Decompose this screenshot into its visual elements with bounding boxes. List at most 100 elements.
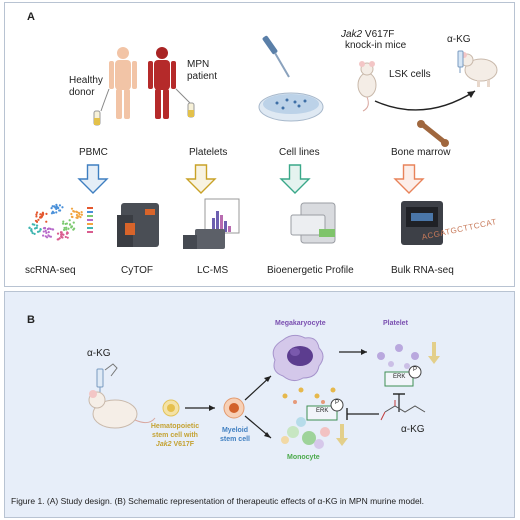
scatter-point	[80, 211, 83, 214]
hsc-label-line3: Jak2 V617F	[137, 440, 213, 449]
source-cell-lines: Cell lines	[279, 147, 320, 158]
scatter-legend-swatch	[87, 207, 93, 209]
myeloid-label: Myeloid stem cell	[213, 426, 257, 444]
scatter-point	[71, 215, 74, 219]
hsc-jak2-label: Jak2	[155, 441, 172, 448]
scatter-point	[77, 215, 80, 218]
scatter-point	[58, 204, 62, 207]
scatter-point	[47, 231, 50, 234]
figure-caption: Figure 1. (A) Study design. (B) Schemati…	[11, 496, 424, 506]
scatter-point	[39, 228, 42, 231]
scatter-point	[80, 213, 83, 216]
arrow-pbmc	[77, 164, 109, 194]
hsc-mutation-label: V617F	[171, 441, 195, 448]
mouse-icon	[460, 52, 498, 87]
scatter-point	[44, 229, 47, 233]
jak2-gene-label: Jak2	[341, 29, 363, 40]
scatter-point	[45, 236, 49, 239]
phospho-label-monocyte: P	[335, 400, 340, 406]
erk-box-monocyte	[306, 398, 344, 421]
scatter-point	[43, 226, 47, 230]
scatter-point	[61, 222, 65, 225]
source-pbmc: PBMC	[79, 147, 108, 158]
lsk-cells-label: LSK cells	[389, 69, 431, 80]
akg-label-right: α-KG	[401, 424, 425, 435]
scrna-seq-plot	[28, 203, 93, 241]
scatter-point	[62, 228, 66, 232]
scatter-point	[72, 209, 75, 213]
mpn-patient-label: MPN patient	[187, 59, 218, 82]
scatter-point	[70, 207, 74, 210]
scatter-point	[45, 220, 48, 223]
scatter-point	[36, 224, 39, 227]
scatter-point	[55, 207, 58, 210]
scatter-point	[42, 230, 45, 233]
akg-molecule-icon	[380, 400, 426, 421]
scatter-legend-swatch	[87, 211, 93, 213]
scatter-point	[66, 231, 69, 234]
scatter-point	[38, 230, 41, 233]
source-platelets: Platelets	[189, 147, 228, 158]
scatter-point	[33, 232, 36, 236]
panel-a-graphics	[28, 35, 498, 249]
method-cytof: CyTOF	[121, 265, 154, 276]
hsc-label-line2: stem cell with	[152, 432, 198, 439]
hsc-cell-icon	[162, 399, 180, 417]
erk-label-platelet: ERK	[393, 374, 406, 380]
blood-tube-icon	[93, 88, 110, 126]
scatter-point	[36, 211, 39, 214]
hsc-label-line1: Hematopoietic	[150, 423, 200, 430]
scatter-point	[31, 223, 34, 226]
scatter-point	[42, 234, 45, 237]
method-bioenergetic-profile: Bioenergetic Profile	[267, 265, 354, 276]
scatter-point	[66, 236, 69, 239]
bioenergetic-analyzer-icon	[290, 202, 336, 244]
mpn-patient-figure	[148, 47, 176, 119]
scatter-point	[58, 237, 61, 240]
scatter-point	[72, 221, 75, 224]
transplant-arrow	[374, 90, 476, 111]
scatter-point	[65, 228, 68, 231]
scatter-point	[70, 212, 73, 216]
mouse-icon	[88, 390, 156, 429]
arrow-bone-marrow	[393, 164, 425, 194]
scatter-point	[50, 207, 53, 210]
scatter-point	[46, 227, 49, 231]
scatter-point	[62, 233, 65, 236]
megakaryocyte-icon	[272, 334, 324, 382]
akg-syringe-icon	[96, 363, 118, 394]
scatter-point	[40, 215, 43, 218]
scatter-point	[35, 226, 38, 230]
petri-dish-icon	[258, 92, 324, 122]
scatter-point	[65, 226, 68, 229]
scatter-point	[35, 220, 39, 223]
scatter-point	[52, 211, 55, 214]
scatter-legend-swatch	[87, 215, 93, 217]
scatter-point	[37, 218, 40, 221]
jak2-mutation-label: V617F	[362, 29, 395, 40]
scatter-legend-swatch	[87, 219, 93, 221]
panel-a-letter: A	[27, 11, 35, 23]
scatter-point	[45, 212, 48, 215]
healthy-donor-label: Healthy donor	[69, 75, 103, 98]
scatter-legend-swatch	[87, 231, 93, 233]
scatter-point	[35, 213, 38, 216]
decrease-arrow-monocyte	[336, 424, 348, 446]
akg-label-left: α-KG	[87, 348, 111, 359]
jak2-mice-label: Jak2 V617F	[341, 29, 394, 40]
myeloid-label-line2: stem cell	[220, 436, 250, 443]
erk-label-monocyte: ERK	[316, 408, 329, 414]
scatter-legend-swatch	[87, 227, 93, 229]
scatter-point	[53, 205, 56, 208]
scatter-legend-swatch	[87, 223, 93, 225]
panel-b-graphics	[88, 334, 440, 449]
arrow-platelets	[185, 164, 217, 194]
scatter-point	[56, 232, 60, 235]
method-bulk-rna-seq: Bulk RNA-seq	[391, 265, 454, 276]
scatter-point	[68, 219, 71, 222]
scatter-point	[61, 206, 64, 209]
megakaryocyte-label: Megakaryocyte	[275, 320, 326, 327]
akg-label-a: α-KG	[447, 34, 471, 45]
monocyte-cluster-icon	[281, 387, 336, 449]
scatter-point	[28, 226, 31, 229]
